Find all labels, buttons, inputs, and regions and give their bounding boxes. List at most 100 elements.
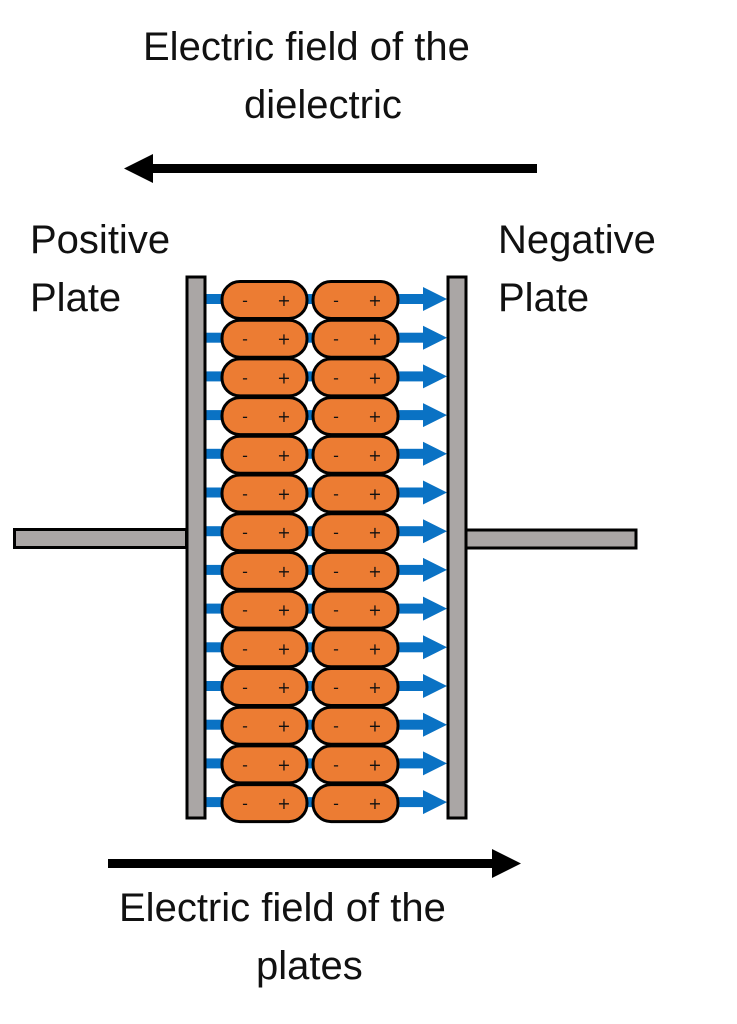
dipole-minus-sign: - [333, 291, 339, 310]
dipole-plus-sign: + [277, 330, 290, 349]
left-wire [13, 528, 188, 549]
positive-plate [185, 275, 207, 820]
dipole-minus-sign: - [242, 291, 248, 310]
dipole-minus-sign: - [333, 330, 339, 349]
dipole: -+ [311, 473, 400, 514]
dipole-body [220, 434, 309, 475]
dipole: -+ [220, 434, 309, 475]
dipole-minus-sign: - [242, 485, 248, 504]
dipole: -+ [311, 434, 400, 475]
field-arrow-head [423, 712, 447, 737]
dielectric-field-label-line1: Electric field of the [143, 25, 470, 69]
dipole-plus-sign: + [277, 639, 290, 658]
dielectric-field-arrow [124, 154, 537, 183]
dipole-minus-sign: - [242, 717, 248, 736]
dielectric-field-arrow-shaft [150, 164, 537, 173]
field-arrow-head [423, 557, 447, 582]
dipole: -+ [220, 473, 309, 514]
dipole-body [311, 318, 400, 359]
dipole-minus-sign: - [333, 446, 339, 465]
dipole-body [311, 550, 400, 591]
dipole-plus-sign: + [368, 368, 381, 387]
negative-plate-label-line1: Negative [498, 218, 656, 262]
field-arrow-head [423, 635, 447, 660]
field-arrow-head [423, 287, 447, 311]
dipole-plus-sign: + [368, 755, 381, 774]
dipole-plus-sign: + [368, 523, 381, 542]
dipole-minus-sign: - [242, 755, 248, 774]
dipole: -+ [220, 550, 309, 591]
dipole-body [311, 628, 400, 669]
dipoles: -+-+-+-+-+-+-+-+-+-+-+-+-+-+-+-+-+-+-+-+… [220, 280, 400, 824]
dipole-body [311, 512, 400, 553]
dipole: -+ [311, 357, 400, 398]
dipole-plus-sign: + [277, 755, 290, 774]
dipole-body [311, 589, 400, 630]
field-arrow-head [423, 790, 447, 815]
plates-field-arrow-head [492, 849, 521, 878]
dipole: -+ [311, 628, 400, 669]
negative-plate-label-line2: Plate [498, 276, 590, 320]
dipole-body [311, 280, 400, 320]
dipole: -+ [220, 667, 309, 707]
dipole-minus-sign: - [333, 639, 339, 658]
dipole-plus-sign: + [277, 523, 290, 542]
dipole: -+ [311, 280, 400, 320]
dipole-minus-sign: - [242, 446, 248, 465]
dipole-body [220, 589, 309, 630]
dipole: -+ [220, 512, 309, 553]
dipole-plus-sign: + [368, 678, 381, 697]
dipole-plus-sign: + [277, 485, 290, 504]
dipole-body [220, 744, 309, 785]
dipole: -+ [311, 667, 400, 707]
dipole-plus-sign: + [277, 562, 290, 581]
dipole: -+ [311, 550, 400, 591]
dipole: -+ [220, 783, 309, 824]
dipole-minus-sign: - [333, 794, 339, 813]
dipole: -+ [220, 589, 309, 630]
dipole-body [311, 396, 400, 437]
dipole: -+ [311, 512, 400, 553]
dipole-plus-sign: + [368, 446, 381, 465]
dipole: -+ [220, 280, 309, 320]
dipole-minus-sign: - [242, 407, 248, 426]
field-arrow-head [423, 674, 447, 698]
dipole-minus-sign: - [242, 562, 248, 581]
dipole-minus-sign: - [242, 523, 248, 542]
dipole: -+ [311, 318, 400, 359]
dipole-plus-sign: + [277, 794, 290, 813]
dipole-plus-sign: + [277, 368, 290, 387]
dipole-minus-sign: - [242, 368, 248, 387]
dipole-minus-sign: - [333, 717, 339, 736]
field-arrow-head [423, 519, 447, 544]
plates-field-arrow-shaft [108, 859, 495, 868]
dipole-minus-sign: - [333, 755, 339, 774]
dipole-body [220, 280, 309, 320]
dielectric-field-arrow-head [124, 154, 153, 183]
dipole-plus-sign: + [368, 639, 381, 658]
dipole-plus-sign: + [277, 407, 290, 426]
dipole: -+ [220, 628, 309, 669]
dipole-minus-sign: - [242, 601, 248, 620]
dipole-minus-sign: - [242, 794, 248, 813]
field-arrow-head [423, 480, 447, 505]
dipole-plus-sign: + [368, 601, 381, 620]
dipole: -+ [311, 744, 400, 785]
dipole-body [311, 705, 400, 746]
field-arrow-head [423, 364, 447, 389]
dipole-body [220, 357, 309, 398]
dipole: -+ [311, 589, 400, 630]
field-arrow-head [423, 441, 447, 466]
dipole-body [311, 434, 400, 475]
dipole-body [220, 705, 309, 746]
dipole-minus-sign: - [242, 330, 248, 349]
dipole-body [220, 667, 309, 707]
dipole-plus-sign: + [368, 562, 381, 581]
dipole-body [311, 357, 400, 398]
dipole-plus-sign: + [368, 794, 381, 813]
dipole: -+ [311, 783, 400, 824]
dipole-body [311, 783, 400, 824]
dipole-plus-sign: + [368, 717, 381, 736]
dipole-body [220, 396, 309, 437]
dipole-plus-sign: + [277, 291, 290, 310]
